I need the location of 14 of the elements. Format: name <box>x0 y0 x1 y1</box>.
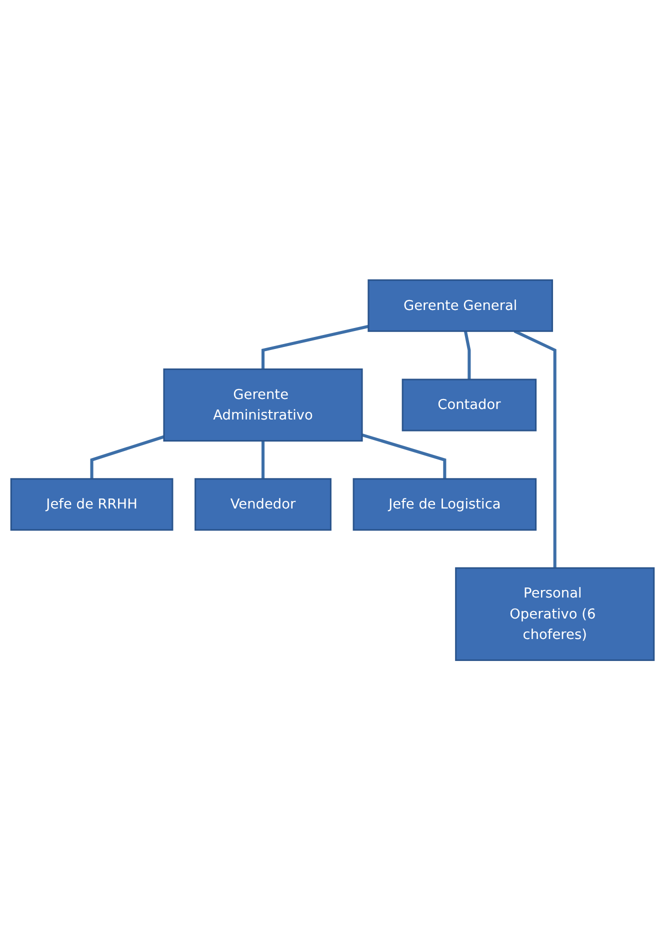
connector <box>514 330 556 568</box>
connector <box>362 433 446 479</box>
org-chart: Gerente General Gerente Administrativo Contador Jefe de RRHH Vendedor Jefe de Logistica Personal Operativo (6 choferes) <box>5 274 660 666</box>
node-box <box>352 478 537 531</box>
node-box <box>368 279 554 332</box>
node-box <box>194 478 332 531</box>
connector <box>262 324 369 370</box>
connector <box>90 435 164 479</box>
node-box <box>402 378 537 432</box>
connector <box>262 440 265 479</box>
node-box <box>163 368 363 442</box>
connector <box>464 330 471 380</box>
node-box <box>455 567 655 661</box>
node-box <box>10 478 174 531</box>
